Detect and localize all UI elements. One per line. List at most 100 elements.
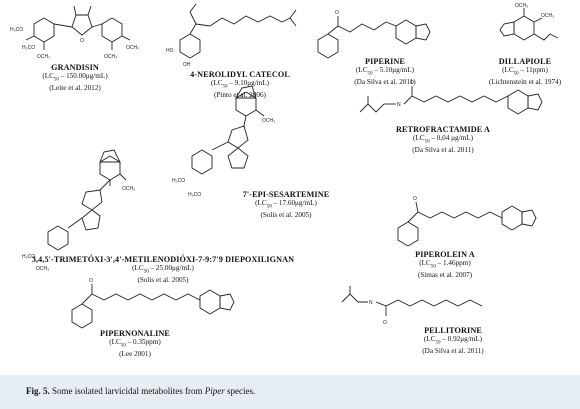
retrofractamide-benzene [507,89,529,115]
compound-ref: (Da Silva et al. 2011) [354,77,416,86]
piperolein-o-label: O [413,196,417,202]
nerolidyl-catecol-structure [179,3,297,59]
compound-retrofractamide-a: RETROFRACTAMIDE A (LC50 – 0,04 μg/mL) (D… [378,125,508,154]
compound-diepoxilignan: 3,4,5'-TRIMETÓXI-3',4'-METILENODIÓXI-7-9… [18,255,308,284]
pipernonaline-dioxole [219,293,235,311]
diepoxilignan-structure [47,149,127,251]
sesartemine-furofuran-b [227,147,249,169]
compound-name: 4-NEROLIDYL CATECOL [190,70,290,79]
dillapiole-ome-label-2: OCH₃ [541,13,554,19]
caption-text-after: species. [224,386,256,396]
diepoxilignan-furofuran-a [81,189,103,211]
compound-ref: (Solis et al. 2005) [137,275,189,284]
pellitorine-o-label: O [383,320,387,326]
caption-genus: Piper [204,386,225,396]
compound-grandisin: GRANDISIN (LC50 – 150.00μg/mL) (Leite et… [20,63,130,92]
piperine-o-label: O [335,10,339,16]
compound-ref: (Lee 2001) [119,349,151,358]
retrofractamide-n-label: N [397,102,401,108]
diepoxilignan-bottom-ring [47,225,69,251]
piperolein-benzene [501,205,523,231]
compound-name: 3,4,5'-TRIMETÓXI-3',4'-METILENODIÓXI-7-9… [31,255,295,264]
compound-lc: (LC50 – 17.60μg/mL) [255,199,317,210]
grandisin-left-ring [33,17,55,43]
diepoxilignan-furofuran-b [81,209,101,231]
compound-lc: (LC50 – 0.35ppm) [109,338,161,349]
retrofractamide-o-label: O [410,80,414,86]
grandisin-right-ring [101,17,123,43]
grandisin-ome-label-1: H₃CO [22,45,35,51]
compound-piperolein-a: PIPEROLEIN A (LC50 – 1.46ppm) (Simas et … [395,250,495,279]
caption-text-before: Some isolated larvicidal metabolites fro… [49,386,205,396]
piperolein-dioxole [521,209,537,227]
sesartemine-furofuran-a [227,125,249,149]
chemical-structures: H₃CO H₃CO OCH₃ O OCH₃ OCH₃ HO OH O [10,3,559,329]
compound-lc: (LC50 – 9.10μg/mL) [210,79,270,90]
compound-ref: (Pinto et al. 2006) [214,90,266,99]
grandisin-structure [25,5,131,50]
compound-name: GRANDISIN [51,63,99,72]
compound-name: PIPEROLEIN A [415,250,475,259]
diepoxilignan-ome-label-2: OCH₃ [36,266,49,272]
dillapiole-dioxole [499,21,515,37]
compound-name: PELLITORINE [424,326,482,335]
pipernonaline-structure [71,284,235,329]
grandisin-meo-label: H₃CO [10,27,23,33]
compound-ref: (Simas et al. 2007) [417,270,473,279]
compound-epi-sesartemine: 7'-EPI-SESARTEMINE (LC50 – 17.60μg/mL) (… [226,190,346,219]
compound-piperine: PIPERINE (LC50 – 5.10μg/mL) (Da Silva et… [330,57,440,86]
grandisin-ome-label-3: OCH₃ [104,54,117,60]
compound-ref: (Da Silva et al. 2011) [422,346,484,355]
compound-lc: (LC50 – 0,04 μg/mL) [413,134,473,145]
dillapiole-benzene [513,15,535,41]
compound-lc: (LC50 – 11ppm) [502,66,548,77]
sesartemine-ome-label-2: H₃CO [188,192,201,198]
compound-ref: (Solis et al. 2005) [260,210,312,219]
grandisin-o-label: O [80,38,84,44]
caption-fig-label: Fig. 5. [26,386,50,396]
compound-ref: (Leite et al. 2012) [49,83,101,92]
compound-pellitorine: PELLITORINE (LC50 – 0.92μg/mL) (Da Silva… [398,326,508,355]
grandisin-ome-label-4: OCH₃ [126,45,139,51]
pipernonaline-benzene [199,289,221,315]
piperine-piperidine [317,33,339,59]
compound-lc: (LC50 – 25.00μg/mL) [132,264,194,275]
compound-nerolidyl-catecol: 4-NEROLIDYL CATECOL (LC50 – 9.10μg/mL) (… [165,70,315,99]
retrofractamide-dioxole [527,93,543,111]
diepoxilignan-meo-label: H₃CO [22,254,35,260]
compound-ref: (Da Silva et al. 2011) [412,145,474,154]
compound-lc: (LC50 – 0.92μg/mL) [423,335,483,346]
compound-lc: (LC50 – 5.10μg/mL) [355,66,415,77]
sesartemine-structure [191,85,265,175]
compound-ref: (Lichtenstein et al. 1974) [488,77,562,86]
compound-name: DILLAPIOLE [498,57,552,66]
compound-dillapiole: DILLAPIOLE (LC50 – 11ppm) (Lichtenstein … [475,57,575,86]
compound-pipernonaline: PIPERNONALINE (LC50 – 0.35ppm) (Lee 2001… [80,329,190,358]
dillapiole-structure [499,8,559,41]
sesartemine-meo-label: H₃CO [172,178,185,184]
compound-name: PIPERNONALINE [100,329,170,338]
retrofractamide-structure [359,86,543,115]
piperine-dioxole [415,23,431,41]
compound-name: RETROFRACTAMIDE A [395,125,491,134]
diepoxilignan-top-dioxole [99,149,121,163]
pellitorine-n-label: N [369,300,373,306]
sesartemine-ome-label-1: OCH₃ [262,118,275,124]
piperine-benzene [395,19,417,45]
compound-name: 7'-EPI-SESARTEMINE [242,190,330,199]
piperolein-structure [397,201,537,247]
pellitorine-structure [341,286,483,316]
piperolein-piperidine [397,221,419,247]
figure-caption: Fig. 5. Some isolated larvicidal metabol… [26,386,255,396]
caption-bar: Fig. 5. Some isolated larvicidal metabol… [0,375,580,409]
sesartemine-bottom-ring [191,149,213,175]
diepoxilignan-top-ring [99,155,121,181]
compound-lc: (LC50 – 1.46ppm) [419,259,471,270]
catecol-ho-label: HO [166,48,174,54]
sesartemine-top-dioxole [235,85,257,99]
compound-lc: (LC50 – 150.00μg/mL) [42,72,108,83]
compound-name: PIPERINE [365,57,405,66]
piperine-structure [317,16,431,59]
catecol-ring [179,33,201,59]
